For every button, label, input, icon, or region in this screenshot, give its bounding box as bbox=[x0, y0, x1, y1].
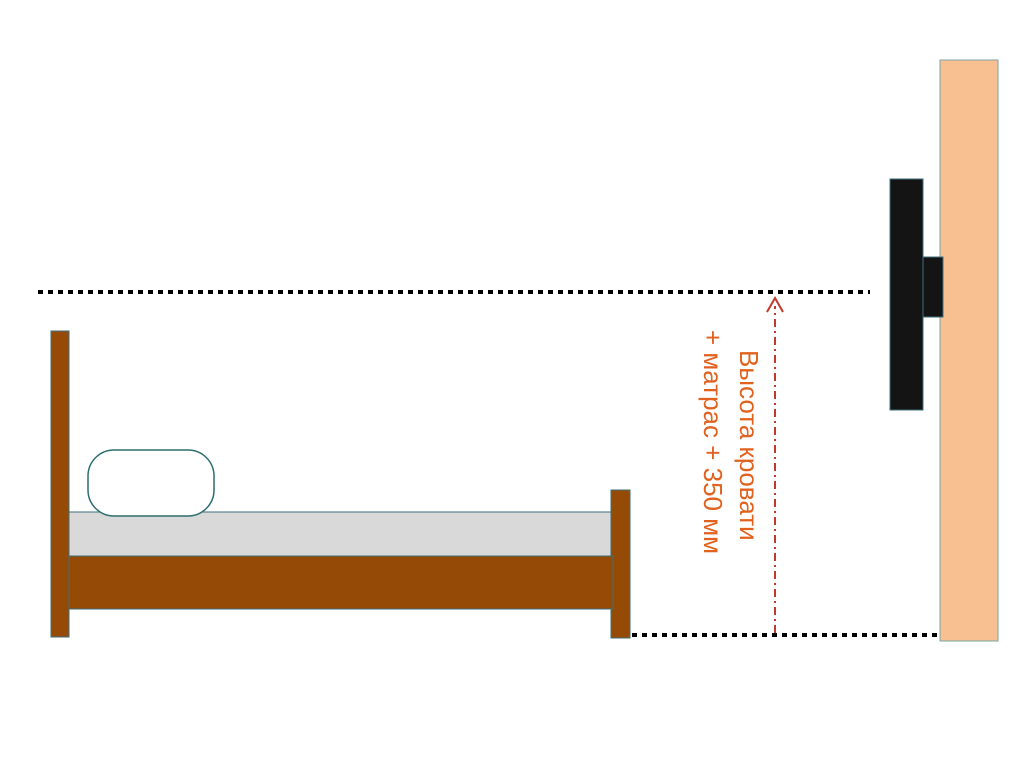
bed-footboard-post bbox=[610, 489, 631, 639]
bed-pillow bbox=[87, 449, 215, 517]
wall-panel bbox=[939, 59, 999, 642]
tv-screen bbox=[889, 178, 924, 411]
annotation-line-1: Высота кровати bbox=[734, 350, 764, 541]
bed-headboard-post bbox=[50, 330, 70, 638]
bed-mattress bbox=[68, 511, 612, 557]
dimension-arrow-head bbox=[766, 295, 784, 313]
tv-bracket bbox=[922, 256, 944, 318]
bed-frame bbox=[68, 555, 614, 610]
dimension-annotation: Высота кровати + матрас + 350 мм bbox=[698, 330, 764, 554]
annotation-line-2: + матрас + 350 мм bbox=[698, 330, 728, 554]
